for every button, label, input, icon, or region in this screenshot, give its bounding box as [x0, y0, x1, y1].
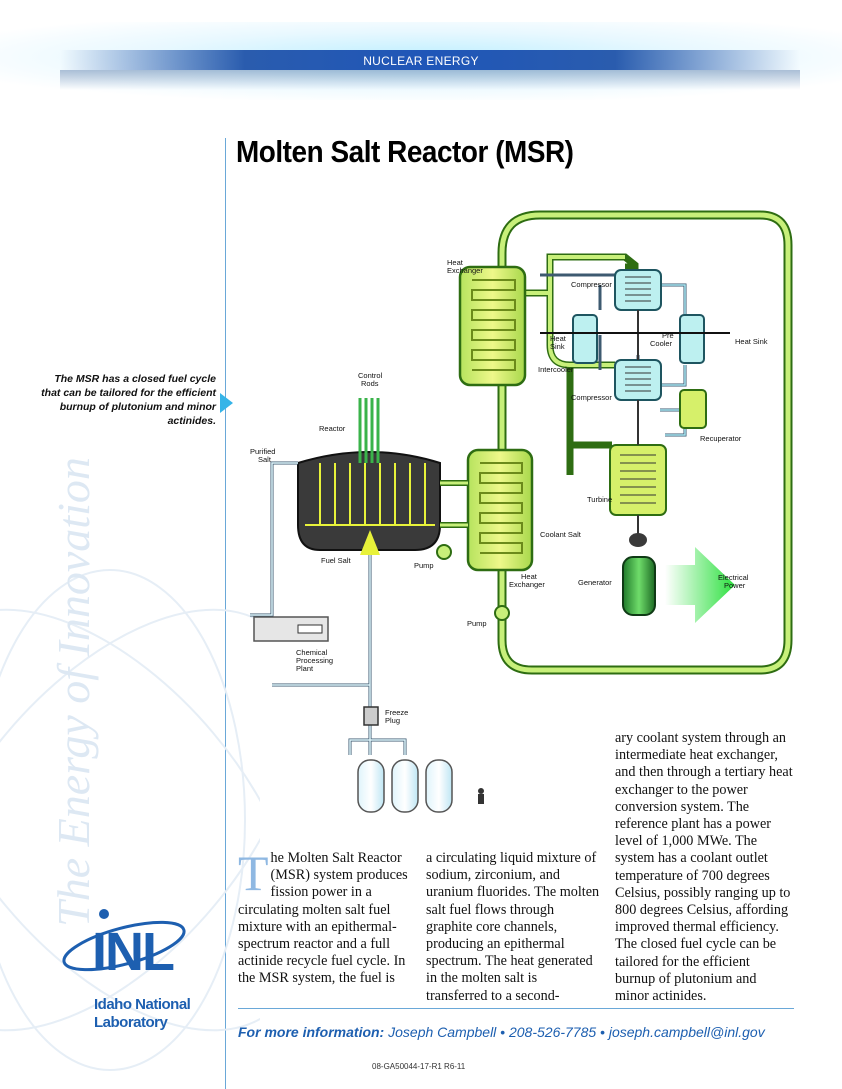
- label-compressor-mid: Compressor: [571, 393, 612, 402]
- coolant-loop: [497, 210, 793, 675]
- heat-exchangers: [458, 265, 534, 572]
- page-title: Molten Salt Reactor (MSR): [236, 134, 574, 169]
- label-pump-lower: Pump: [467, 619, 487, 628]
- label-heat-sink-right: Heat Sink: [735, 337, 768, 346]
- label-recuperator: Recuperator: [700, 434, 742, 443]
- svg-text:Salt: Salt: [258, 455, 272, 464]
- label-compressor-top: Compressor: [571, 280, 612, 289]
- logo-line-1: Idaho National: [94, 996, 191, 1013]
- label-chemical-plant: Chemical: [296, 648, 328, 657]
- msr-diagram: Heat Exchanger Compressor Pre Cooler Hea…: [250, 210, 793, 813]
- label-coolant-salt: Coolant Salt: [540, 530, 582, 539]
- svg-text:Processing: Processing: [296, 656, 333, 665]
- label-control-rods: Control: [358, 371, 383, 380]
- svg-text:Plug: Plug: [385, 716, 400, 725]
- svg-text:Rods: Rods: [361, 379, 379, 388]
- footer-lead: For more information:: [238, 1024, 385, 1040]
- figure-caption: The MSR has a closed fuel cycle that can…: [41, 373, 216, 427]
- chem-plant: [253, 616, 329, 642]
- footer-contact: For more information: Joseph Campbell • …: [238, 1024, 765, 1040]
- label-heat-exchanger-bottom: Heat: [521, 572, 538, 581]
- svg-text:Exchanger: Exchanger: [509, 580, 545, 589]
- freeze-plug: [363, 706, 379, 726]
- label-intercooler: Intercooler: [538, 365, 574, 374]
- svg-text:Exchanger: Exchanger: [447, 266, 483, 275]
- svg-text:Cooler: Cooler: [650, 339, 673, 348]
- drain-tanks: [357, 759, 484, 813]
- label-purified-salt: Purified: [250, 447, 275, 456]
- generator: [622, 533, 735, 623]
- header-band: [60, 50, 800, 70]
- diagram-labels: Heat Exchanger Compressor Pre Cooler Hea…: [250, 258, 768, 725]
- label-fuel-salt: Fuel Salt: [321, 556, 352, 565]
- inl-logo: INL: [62, 909, 186, 982]
- header-label: NUCLEAR ENERGY: [363, 54, 479, 68]
- turbomachinery: [540, 269, 730, 540]
- column-rule: [225, 138, 226, 1089]
- label-generator: Generator: [578, 578, 612, 587]
- footer-rule: [238, 1008, 794, 1009]
- body-column-3: ary coolant system through an intermedia…: [615, 730, 793, 1005]
- label-electrical-power: Electrical: [718, 573, 749, 582]
- label-reactor: Reactor: [319, 424, 346, 433]
- label-turbine: Turbine: [587, 495, 612, 504]
- body-column-2: a circulating liquid mixture of sodium, …: [426, 850, 600, 1004]
- footer-details: Joseph Campbell • 208-526-7785 • joseph.…: [384, 1024, 765, 1040]
- watermark-orbit: [0, 569, 260, 1071]
- label-freeze-plug: Freeze: [385, 708, 408, 717]
- document-code: 08-GA50044-17-R1 R6-11: [372, 1062, 466, 1071]
- label-heat-exchanger-top: Heat: [447, 258, 464, 267]
- svg-text:Power: Power: [724, 581, 746, 590]
- caption-arrow-icon: [220, 393, 233, 413]
- label-pump-center: Pump: [414, 561, 434, 570]
- label-heat-sink-left: Heat: [550, 334, 567, 343]
- header-shadow: [60, 70, 800, 90]
- logo-line-2: Laboratory: [94, 1014, 168, 1031]
- reactor: [297, 398, 510, 621]
- label-pre-cooler: Pre: [662, 331, 674, 340]
- fuel-salt-piping: [250, 461, 407, 755]
- svg-text:INL: INL: [92, 922, 174, 982]
- svg-text:Plant: Plant: [296, 664, 314, 673]
- svg-text:Sink: Sink: [550, 342, 565, 351]
- drop-cap: T: [238, 845, 269, 901]
